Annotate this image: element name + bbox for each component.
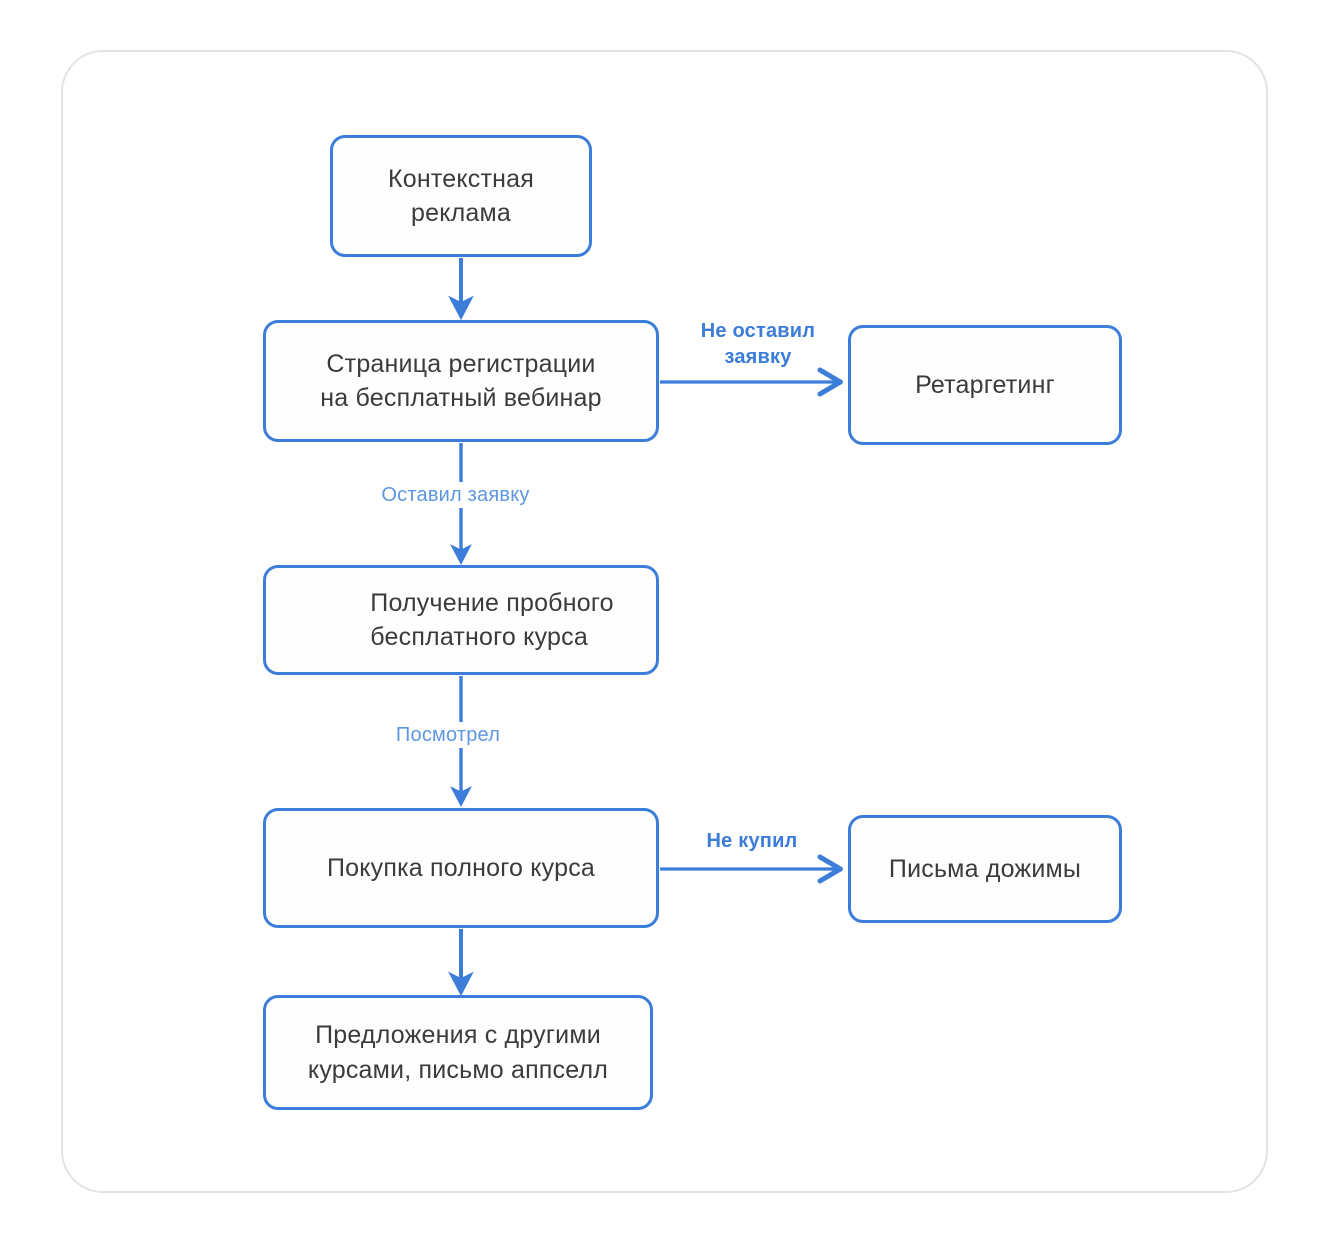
node-label: Контекстная реклама bbox=[388, 164, 534, 228]
diagram-card bbox=[61, 50, 1268, 1193]
node-label: Ретаргетинг bbox=[915, 370, 1055, 399]
node-free-trial-course[interactable]: Получение пробного бесплатного курса bbox=[263, 565, 659, 675]
node-follow-up-emails[interactable]: Письма дожимы bbox=[848, 815, 1122, 923]
node-other-course-offers[interactable]: Предложения с другими курсами, письмо ап… bbox=[263, 995, 653, 1110]
edge-label-watched: Посмотрел bbox=[373, 722, 523, 748]
node-registration-page[interactable]: Страница регистрации на бесплатный вебин… bbox=[263, 320, 659, 442]
node-retargeting[interactable]: Ретаргетинг bbox=[848, 325, 1122, 445]
node-label: Страница регистрации на бесплатный вебин… bbox=[320, 349, 602, 413]
edge-label-not-bought: Не купил bbox=[706, 830, 798, 852]
node-contextual-ads[interactable]: Контекстная реклама bbox=[330, 135, 592, 257]
node-label: Получение пробного бесплатного курса bbox=[370, 588, 614, 652]
node-full-course-purchase[interactable]: Покупка полного курса bbox=[263, 808, 659, 928]
edge-label-left-request: Оставил заявку bbox=[348, 482, 563, 508]
node-label: Предложения с другими курсами, письмо ап… bbox=[307, 1021, 609, 1084]
node-label: Письма дожимы bbox=[888, 854, 1082, 883]
node-label: Покупка полного курса bbox=[326, 853, 596, 882]
edge-label-no-request: Не оставил заявку bbox=[700, 320, 816, 368]
